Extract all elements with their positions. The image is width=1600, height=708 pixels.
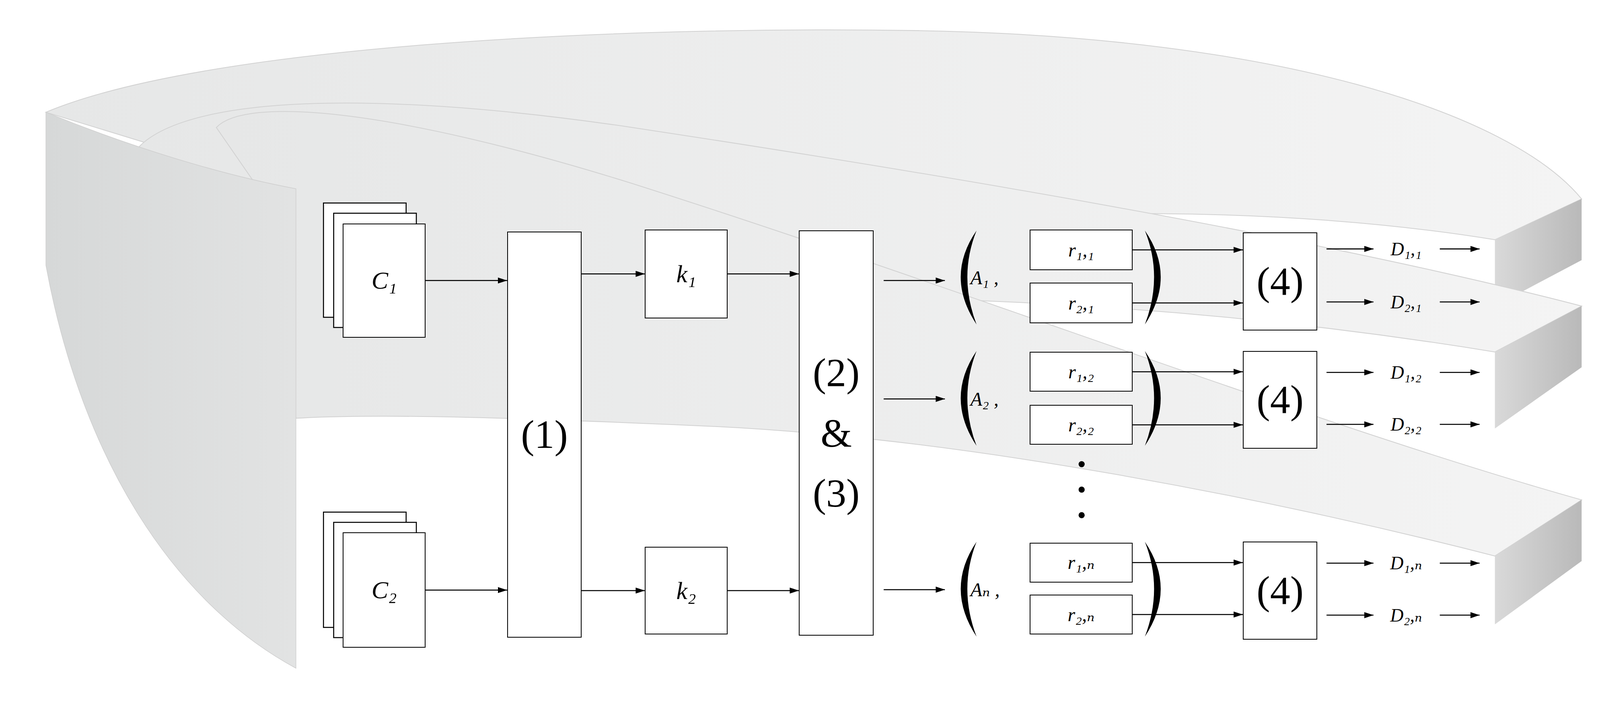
value-box: r₁,₁ <box>1029 229 1133 271</box>
tuple-label: A₂ , <box>970 387 999 410</box>
output-label: D₂,ₙ <box>1390 604 1422 627</box>
ellipsis-dot <box>1078 512 1085 519</box>
flow-arrow <box>1439 562 1480 564</box>
arrow-connector <box>1132 562 1243 564</box>
node-label: C₂ <box>371 575 397 605</box>
flow-arrow <box>1439 248 1480 250</box>
arrow-connector <box>425 279 508 282</box>
process-box: (4) <box>1242 232 1318 331</box>
node-label: r₁,ₙ <box>1067 551 1095 575</box>
node-label: (4) <box>1256 257 1304 306</box>
key-box: k₁ <box>644 229 728 319</box>
flow-arrows <box>883 248 1480 616</box>
arrow-connector <box>1132 371 1243 373</box>
output-label: D₁,₁ <box>1390 238 1422 260</box>
tuple-brackets <box>960 230 1161 637</box>
node-label: r₁,₂ <box>1068 360 1095 384</box>
value-box: r₂,₂ <box>1029 405 1133 445</box>
flow-arrow <box>1439 372 1480 374</box>
node-label: r₂,₁ <box>1068 291 1095 315</box>
arrow-connector <box>581 590 645 592</box>
node-label: k₂ <box>676 575 697 606</box>
output-label: D₂,₁ <box>1390 291 1422 313</box>
arrow-connector <box>581 273 645 275</box>
arrow-connector <box>1132 302 1243 304</box>
node-label: C₁ <box>371 265 397 296</box>
arrow-connector <box>1132 424 1243 426</box>
flow-arrow <box>1326 614 1374 617</box>
close-paren <box>1145 351 1161 447</box>
node-label: r₂,ₙ <box>1067 603 1095 627</box>
arrow-connector <box>727 273 800 275</box>
close-paren <box>1145 541 1161 637</box>
arrow-connector <box>1132 249 1243 251</box>
ribbon-wall <box>45 112 297 669</box>
key-box: k₂ <box>644 547 728 635</box>
tuple-label: A₁ , <box>970 266 999 289</box>
flow-arrow <box>1326 372 1374 374</box>
process-box: (4) <box>1242 541 1318 640</box>
ribbon-end <box>1495 306 1582 429</box>
value-box: r₂,ₙ <box>1029 594 1133 635</box>
ellipsis-dot <box>1078 461 1085 468</box>
value-box: r₂,₁ <box>1029 282 1133 324</box>
arrow-connector <box>425 589 508 591</box>
tuple-label: Aₙ , <box>970 578 1000 601</box>
ellipsis-dot <box>1078 486 1085 493</box>
node-label: k₁ <box>676 259 697 289</box>
node-label: (4) <box>1256 375 1304 424</box>
flow-arrow <box>1439 614 1480 617</box>
process-box: (4) <box>1242 351 1318 450</box>
flow-arrow <box>1326 301 1374 303</box>
node-label: (2) & (3) <box>799 342 873 524</box>
close-paren <box>1145 230 1161 325</box>
flow-arrow <box>883 280 945 282</box>
flow-arrow <box>883 589 945 591</box>
arrow-connector <box>727 590 800 592</box>
process-box: (1) <box>507 231 582 638</box>
value-box: r₁,ₙ <box>1029 542 1133 583</box>
node-label: r₁,₁ <box>1068 238 1095 262</box>
output-label: D₁,ₙ <box>1390 552 1422 574</box>
flow-arrow <box>1439 301 1480 303</box>
vertical-ellipsis <box>1078 461 1085 519</box>
arrow-connector <box>1132 614 1243 616</box>
output-label: D₁,₂ <box>1390 361 1422 384</box>
flow-arrow <box>883 398 945 400</box>
flow-arrow <box>1326 423 1374 426</box>
flow-arrow <box>1326 562 1374 564</box>
value-box: r₁,₂ <box>1029 351 1133 392</box>
document-stack: C₁ <box>342 223 426 338</box>
document-stack: C₂ <box>342 532 426 648</box>
flow-arrow <box>1439 423 1480 426</box>
node-label: (4) <box>1256 566 1304 615</box>
output-label: D₂,₂ <box>1390 413 1422 436</box>
node-label: r₂,₂ <box>1068 413 1095 437</box>
ribbon-strips <box>45 29 1582 669</box>
ribbon-strip <box>216 111 1582 557</box>
ribbon-end <box>1495 499 1582 625</box>
node-label: (1) <box>520 410 568 459</box>
process-box: (2) & (3) <box>798 230 874 636</box>
flow-arrow <box>1326 248 1374 250</box>
